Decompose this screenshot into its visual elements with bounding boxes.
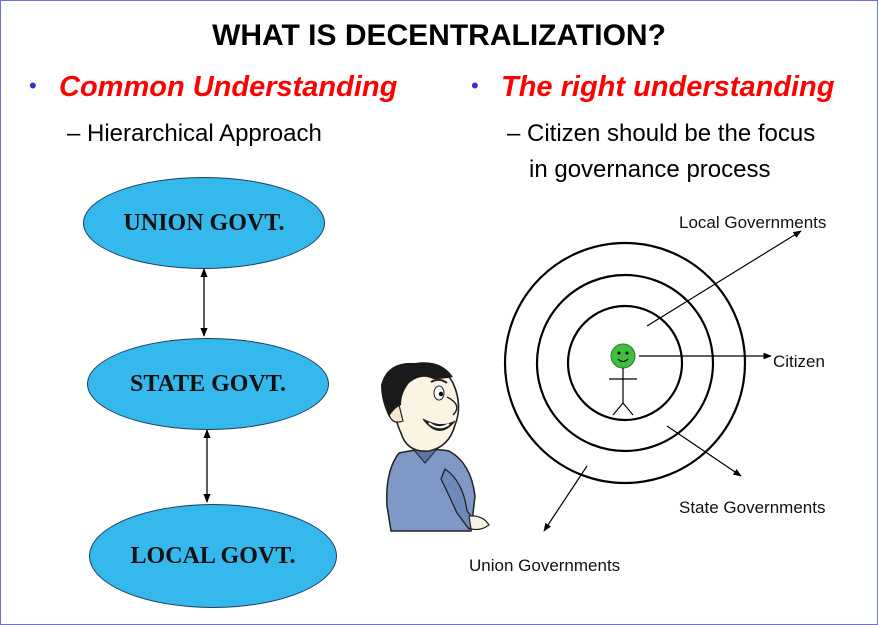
right-subpoint-line1: – Citizen should be the focus <box>507 120 816 147</box>
right-bullet: • The right understanding <box>471 71 835 104</box>
left-bullet-text: Common Understanding <box>59 71 398 103</box>
local-circle <box>566 304 684 422</box>
right-bullet-text: The right understanding <box>501 71 835 103</box>
right-subpoint-line2: in governance process <box>529 156 771 183</box>
cartoon-man-icon <box>381 362 490 532</box>
citizen-figure-icon <box>609 343 637 416</box>
left-bullet: • Common Understanding <box>29 71 397 104</box>
union-govt-ellipse: UNION GOVT. <box>83 177 325 269</box>
arrow-state-governments <box>666 425 742 477</box>
arrow-local-governments <box>646 230 802 327</box>
label-state-governments: State Governments <box>679 498 826 517</box>
label-citizen: Citizen <box>773 352 825 371</box>
label-local-governments: Local Governments <box>679 213 827 232</box>
state-govt-ellipse: STATE GOVT. <box>87 338 329 430</box>
union-circle <box>503 241 747 485</box>
bullet-dot-icon: • <box>471 73 479 98</box>
bullet-dot-icon: • <box>29 73 37 98</box>
label-union-governments: Union Governments <box>469 556 621 575</box>
state-circle <box>535 273 715 453</box>
local-govt-ellipse: LOCAL GOVT. <box>89 504 337 608</box>
left-subpoint: – Hierarchical Approach <box>67 120 322 147</box>
arrow-union-governments <box>543 465 588 532</box>
slide-title: WHAT IS DECENTRALIZATION? <box>212 19 666 52</box>
